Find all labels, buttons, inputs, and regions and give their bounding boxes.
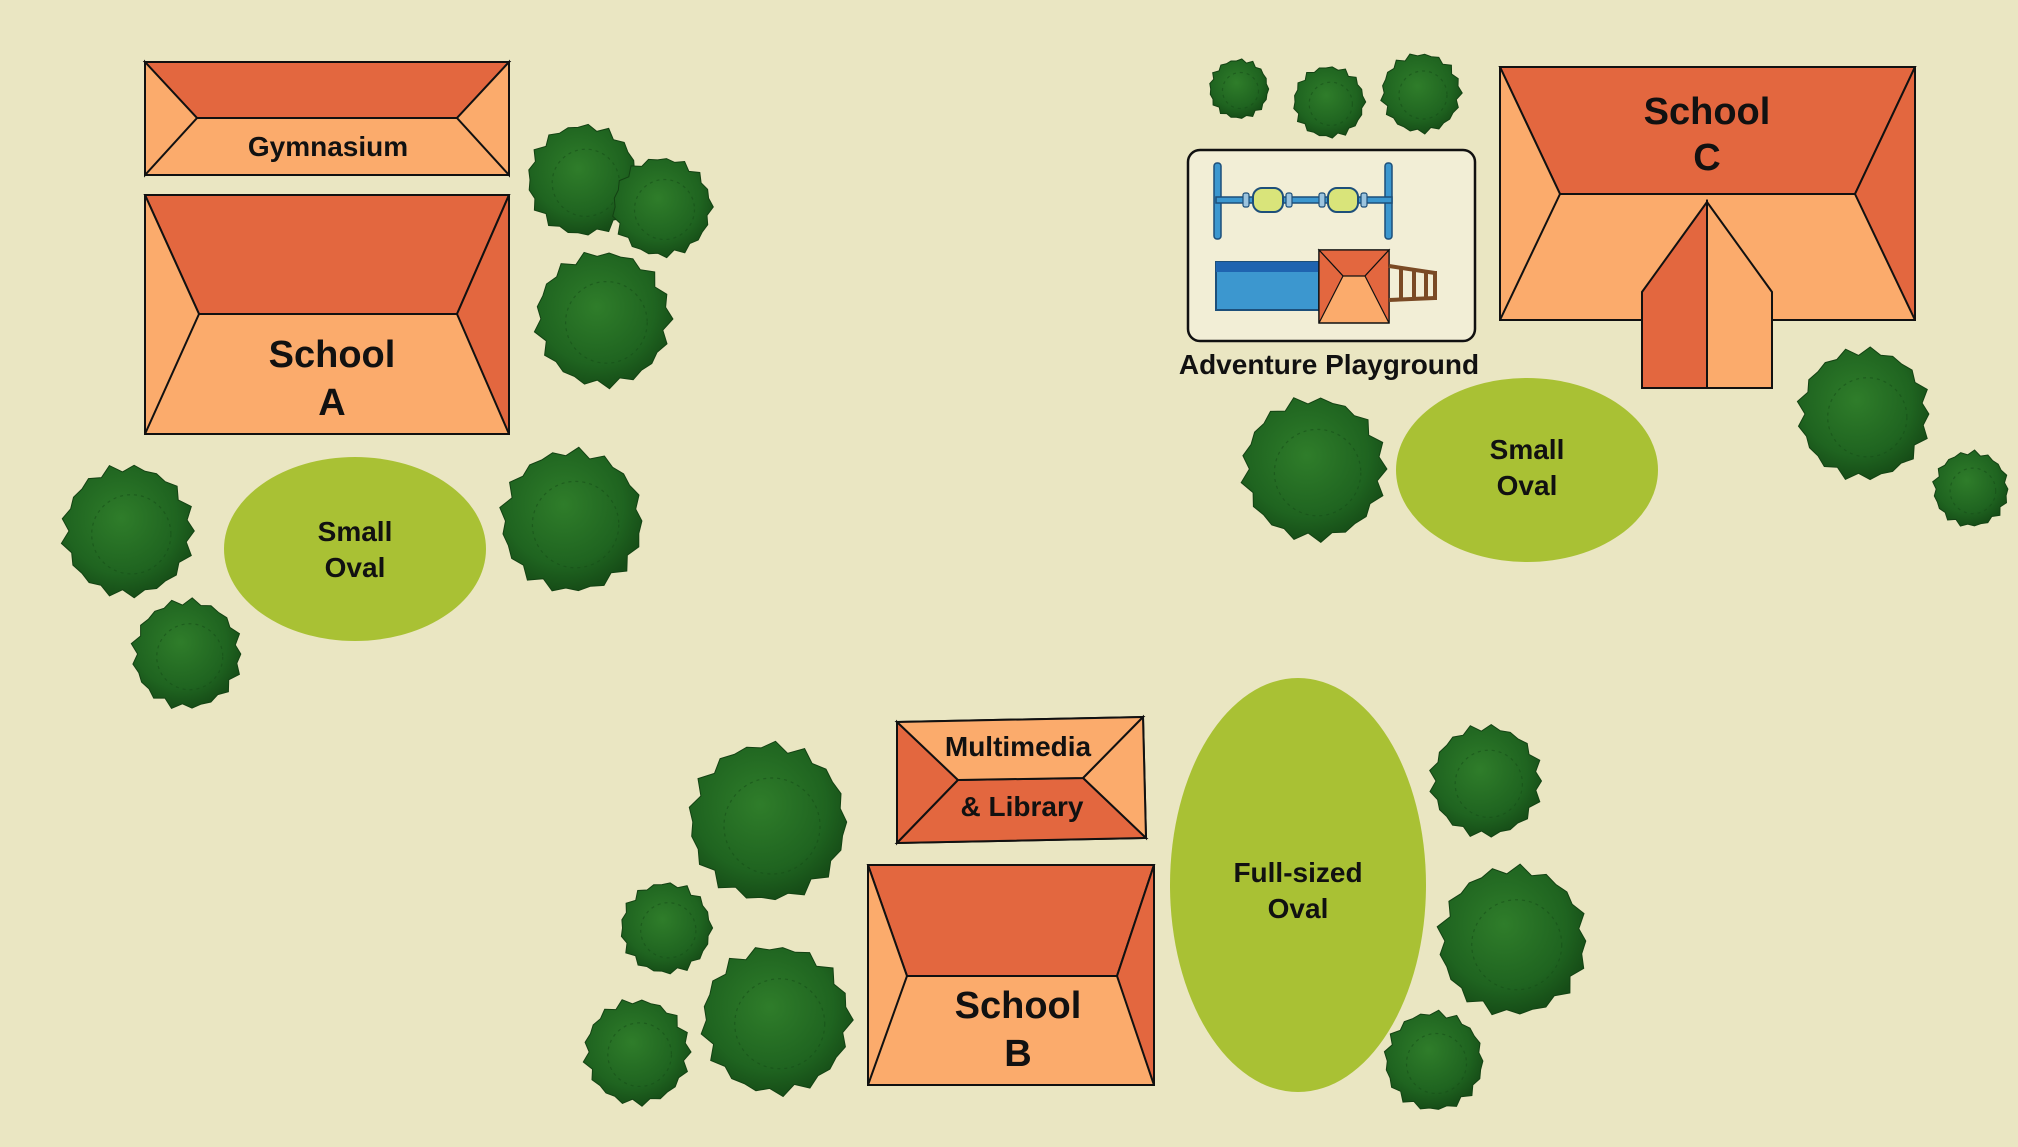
library-label-line2: & Library xyxy=(961,791,1084,822)
library-building[interactable]: Multimedia & Library xyxy=(894,714,1149,846)
tree-icon xyxy=(499,446,643,592)
school-b-label: School xyxy=(955,985,1082,1027)
school-a-building[interactable]: School A xyxy=(143,194,511,435)
cubby-house-icon xyxy=(1317,248,1391,324)
tree-icon xyxy=(60,464,195,599)
tree-icon xyxy=(1429,723,1543,838)
small-oval-a-label-line2: Oval xyxy=(325,552,386,583)
trees xyxy=(60,53,2009,1110)
full-sized-oval[interactable]: Full-sized Oval xyxy=(1170,678,1426,1092)
school-c-building[interactable]: School C xyxy=(1498,66,1917,389)
full-sized-oval-label-line2: Oval xyxy=(1268,893,1329,924)
tree-icon xyxy=(528,123,640,236)
tree-icon xyxy=(620,882,714,975)
tree-icon xyxy=(1383,1009,1484,1110)
school-a-label: School xyxy=(269,334,396,376)
tree-icon xyxy=(612,158,714,259)
playground-label: Adventure Playground xyxy=(1179,349,1479,380)
small-oval-c-label-line1: Small xyxy=(1490,434,1565,465)
ladder-icon xyxy=(1388,264,1437,302)
gymnasium-building[interactable]: Gymnasium xyxy=(142,59,512,178)
small-oval-a-label-line1: Small xyxy=(318,516,393,547)
school-b-letter: B xyxy=(1004,1033,1031,1075)
tree-icon xyxy=(700,947,854,1098)
full-sized-oval-label-line1: Full-sized xyxy=(1233,857,1362,888)
tree-icon xyxy=(1240,397,1388,543)
tree-icon xyxy=(1932,449,2009,527)
school-b-building[interactable]: School B xyxy=(866,864,1156,1086)
library-label-line1: Multimedia xyxy=(945,731,1092,762)
school-c-letter: C xyxy=(1693,137,1720,179)
tree-icon xyxy=(1380,53,1463,135)
slide-icon xyxy=(1215,261,1320,311)
tree-icon xyxy=(1293,66,1367,139)
tree-icon xyxy=(1436,863,1587,1016)
small-oval-c-label-line2: Oval xyxy=(1497,470,1558,501)
tree-icon xyxy=(1209,58,1270,119)
school-a-letter: A xyxy=(318,382,345,424)
gymnasium-label: Gymnasium xyxy=(248,131,408,162)
swing-set-icon xyxy=(1213,162,1393,240)
small-oval-c[interactable]: Small Oval xyxy=(1396,378,1658,562)
tree-icon xyxy=(1796,346,1930,481)
tree-icon xyxy=(130,597,242,710)
adventure-playground[interactable]: Adventure Playground xyxy=(1179,148,1479,380)
tree-icon xyxy=(688,740,848,901)
tree-icon xyxy=(533,251,674,390)
school-c-label: School xyxy=(1644,91,1771,133)
small-oval-a[interactable]: Small Oval xyxy=(224,457,486,641)
tree-icon xyxy=(582,999,692,1107)
